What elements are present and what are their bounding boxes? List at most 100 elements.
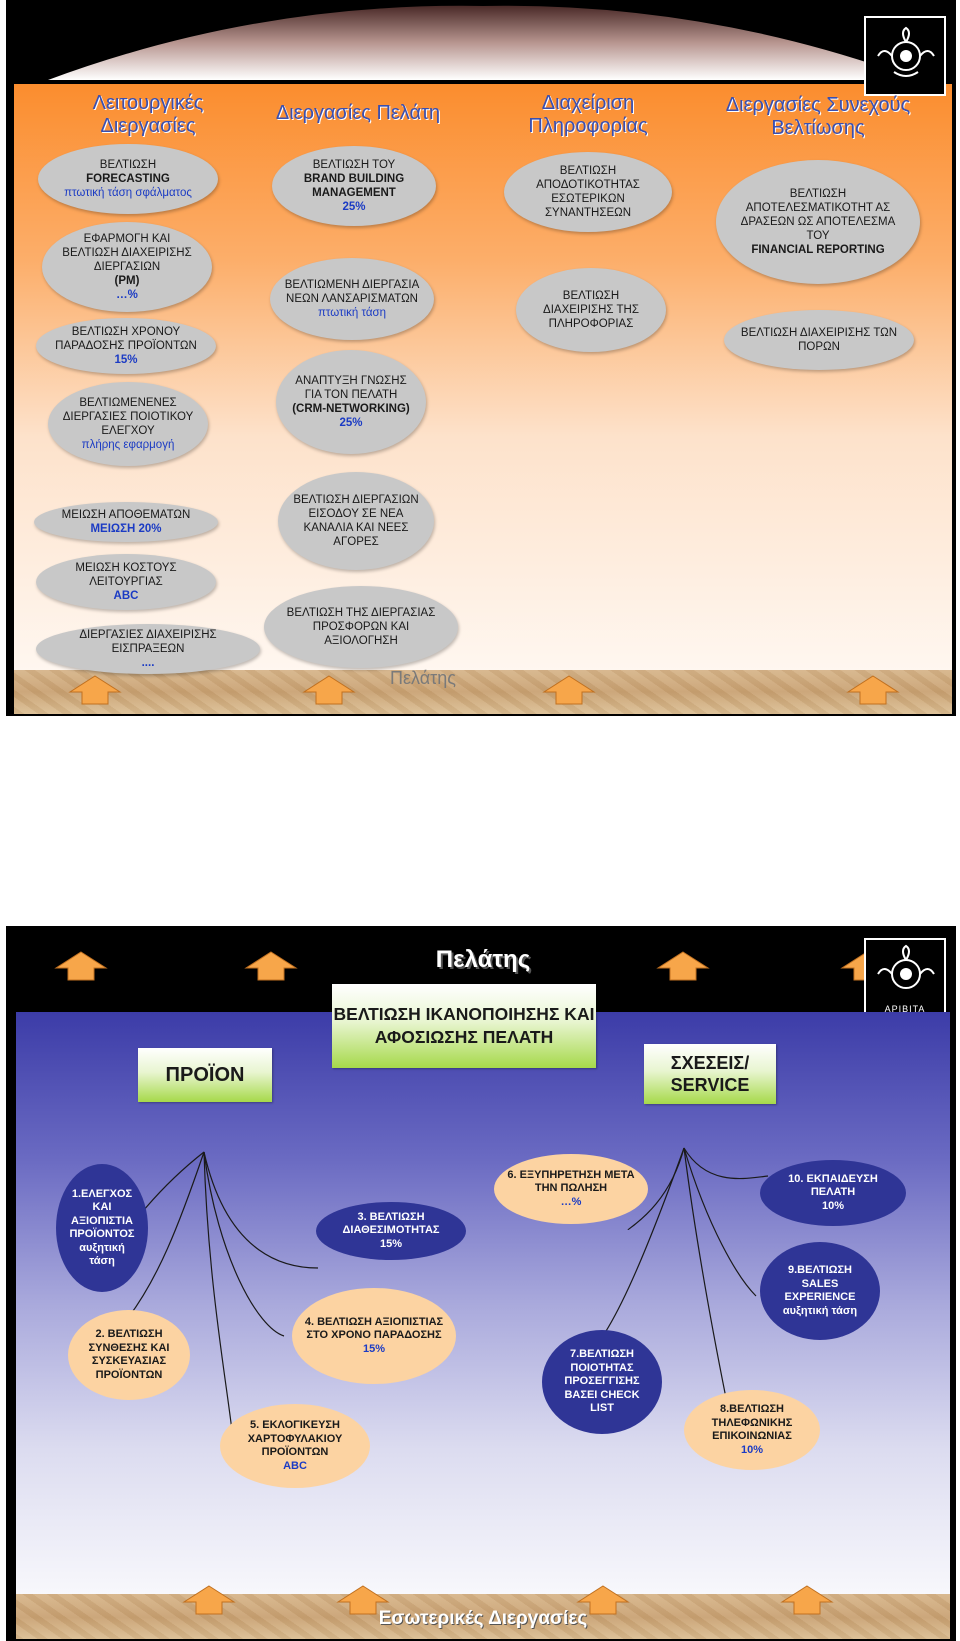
goal-text: ΒΕΛΤΙΩΣΗ: [99, 159, 157, 171]
goal-new-launches: ΒΕΛΤΙΩΜΕΝΗ ΔΙΕΡΓΑΣΙΑ ΝΕΩΝ ΛΑΝΣΑΡΙΣΜΑΤΩΝ …: [270, 258, 434, 340]
goal-text: ΒΕΛΤΙΩΜΕΝΗ ΔΙΕΡΓΑΣΙΑ ΝΕΩΝ ΛΑΝΣΑΡΙΣΜΑΤΩΝ: [284, 279, 420, 305]
goal-target: ABC: [283, 1459, 307, 1472]
goal-target: 15%: [114, 354, 138, 366]
goal-text: ΒΕΛΤΙΩΣΗ ΑΠΟΤΕΛΕΣΜΑΤΙΚΟΤΗΤ ΑΣ ΔΡΑΣΕΩΝ ΩΣ…: [740, 188, 896, 242]
goal-text: ΒΕΛΤΙΩΣΗ ΤΗΣ ΔΙΕΡΓΑΣΙΑΣ ΠΡΟΣΦΟΡΩΝ ΚΑΙ ΑΞ…: [286, 607, 436, 647]
goal-resources: ΒΕΛΤΙΩΣΗ ΔΙΑΧΕΙΡΙΣΗΣ ΤΩΝ ΠΟΡΩΝ: [724, 310, 914, 370]
footer-label: Πελάτης: [390, 668, 456, 688]
goal-quality-control: ΒΕΛΤΙΩΜΕΝΕΝΕΣ ΔΙΕΡΓΑΣΙΕΣ ΠΟΙΟΤΙΚΟΥ ΕΛΕΓΧ…: [48, 382, 208, 466]
goal-target: 10%: [740, 1443, 764, 1456]
goal-checklist: 7.ΒΕΛΤΙΩΣΗ ΠΟΙΟΤΗΤΑΣ ΠΡΟΣΕΓΓΙΣΗΣ ΒΑΣΕΙ C…: [542, 1330, 662, 1434]
goal-text: ΑΝΑΠΤΥΞΗ ΓΝΩΣΗΣ ΓΙΑ ΤΟΝ ΠΕΛΑΤΗ: [295, 375, 407, 401]
logo-text: ΑΡΙΒΙΤΑ: [884, 1004, 926, 1014]
goal-text: ΔΙΕΡΓΑΣΙΕΣ ΔΙΑΧΕΙΡΙΣΗΣ ΕΙΣΠΡΑΞΕΩΝ: [79, 629, 217, 655]
goal-bold: FINANCIAL REPORTING: [751, 244, 885, 256]
goal-bold: (PM): [114, 275, 140, 287]
bottom-title: Εσωτερικές Διεργασίες: [378, 1608, 588, 1629]
slide-operational-processes: Λειτουργικές Διεργασίες Διεργασίες Πελάτ…: [6, 0, 956, 716]
goal-offers: ΒΕΛΤΙΩΣΗ ΤΗΣ ΔΙΕΡΓΑΣΙΑΣ ΠΡΟΣΦΟΡΩΝ ΚΑΙ ΑΞ…: [264, 586, 458, 668]
goal-text: 3. ΒΕΛΤΙΩΣΗ ΔΙΑΘΕΣΙΜΟΤΗΤΑΣ: [342, 1210, 440, 1237]
goal-text: 10. ΕΚΠΑΙΔΕΥΣΗ ΠΕΛΑΤΗ: [788, 1172, 878, 1199]
goal-new-channels: ΒΕΛΤΙΩΣΗ ΔΙΕΡΓΑΣΙΩΝ ΕΙΣΟΔΟΥ ΣΕ ΝΕΑ ΚΑΝΑΛ…: [278, 472, 434, 570]
goal-forecasting: ΒΕΛΤΙΩΣΗ FORECASTING πτωτική τάση σφάλμα…: [38, 144, 218, 214]
up-arrow-icon: [656, 951, 710, 981]
goal-text: ΒΕΛΤΙΩΣΗ ΔΙΑΧΕΙΡΙΣΗΣ ΤΗΣ ΠΛΗΡΟΦΟΡΙΑΣ: [543, 290, 639, 330]
goal-after-sales: 6. ΕΞΥΠΗΡΕΤΗΣΗ ΜΕΤΑ ΤΗΝ ΠΩΛΗΣΗ …%: [494, 1154, 648, 1224]
goal-product-control: 1.ΕΛΕΓΧΟΣ ΚΑΙ ΑΞΙΟΠΙΣΤΙΑ ΠΡΟΪΟΝΤΟΣ αυξητ…: [56, 1164, 148, 1292]
goal-delivery-time: ΒΕΛΤΙΩΣΗ ΧΡΟΝΟΥ ΠΑΡΑΔΟΣΗΣ ΠΡΟΪΟΝΤΩΝ 15%: [36, 318, 216, 374]
goal-crm: ΑΝΑΠΤΥΞΗ ΓΝΩΣΗΣ ΓΙΑ ΤΟΝ ΠΕΛΑΤΗ (CRM-NETW…: [276, 350, 426, 454]
goal-target: πτωτική τάση: [317, 307, 387, 319]
ornament-icon: [877, 944, 935, 989]
center-goal-box: ΒΕΛΤΙΩΣΗ ΙΚΑΝΟΠΟΙΗΣΗΣ ΚΑΙ ΑΦΟΣΙΩΣΗΣ ΠΕΛΑ…: [332, 984, 596, 1068]
goal-text: 6. ΕΞΥΠΗΡΕΤΗΣΗ ΜΕΤΑ ΤΗΝ ΠΩΛΗΣΗ: [507, 1168, 635, 1195]
up-arrow-icon: [846, 675, 900, 705]
goal-text: 2. ΒΕΛΤΙΩΣΗ ΣΥΝΘΕΣΗΣ ΚΑΙ ΣΥΣΚΕΥΑΣΙΑΣ ΠΡΟ…: [88, 1328, 170, 1381]
goal-target: 10%: [821, 1199, 845, 1212]
goal-information-management: ΒΕΛΤΙΩΣΗ ΔΙΑΧΕΙΡΙΣΗΣ ΤΗΣ ΠΛΗΡΟΦΟΡΙΑΣ: [516, 268, 666, 352]
goal-inventory: ΜΕΙΩΣΗ ΑΠΟΘΕΜΑΤΩΝ ΜΕΙΩΣΗ 20%: [34, 502, 218, 542]
goal-brand-building: ΒΕΛΤΙΩΣΗ ΤΟΥ BRAND BUILDING MANAGEMENT 2…: [272, 146, 436, 226]
goal-target: πλήρης εφαρμογή: [81, 439, 175, 451]
ornament-icon: [877, 26, 935, 77]
relations-service-box: ΣΧΕΣΕΙΣ/ SERVICE: [644, 1044, 776, 1104]
goal-text: ΒΕΛΤΙΩΣΗ ΑΠΟΔΟΤΙΚΟΤΗΤΑΣ ΕΣΩΤΕΡΙΚΩΝ ΣΥΝΑΝ…: [536, 165, 640, 219]
goal-text: 5. ΕΚΛΟΓΙΚΕΥΣΗ ΧΑΡΤΟΦΥΛΑΚΙΟΥ ΠΡΟΪΟΝΤΩΝ: [247, 1419, 343, 1458]
goal-target: 25%: [339, 417, 363, 429]
up-arrow-icon: [182, 1585, 236, 1615]
goal-text: ΜΕΙΩΣΗ ΚΟΣΤΟΥΣ ΛΕΙΤΟΥΡΓΙΑΣ: [75, 562, 177, 588]
goal-target: πτωτική τάση σφάλματος: [64, 187, 192, 199]
goal-text: ΒΕΛΤΙΩΣΗ ΔΙΕΡΓΑΣΙΩΝ ΕΙΣΟΔΟΥ ΣΕ ΝΕΑ ΚΑΝΑΛ…: [293, 494, 419, 548]
goal-target: …%: [116, 289, 138, 301]
goal-target: 25%: [342, 201, 366, 213]
column-header-improvement: Διεργασίες Συνεχούς Βελτίωσης: [725, 94, 911, 139]
goal-cost: ΜΕΙΩΣΗ ΚΟΣΤΟΥΣ ΛΕΙΤΟΥΡΓΙΑΣ ABC: [36, 554, 216, 610]
goal-text: 4. ΒΕΛΤΙΩΣΗ ΑΞΙΟΠΙΣΤΙΑΣ ΣΤΟ ΧΡΟΝΟ ΠΑΡΑΔΟ…: [304, 1315, 444, 1342]
goal-bold: (CRM-NETWORKING): [292, 403, 410, 415]
goal-portfolio: 5. ΕΚΛΟΓΙΚΕΥΣΗ ΧΑΡΤΟΦΥΛΑΚΙΟΥ ΠΡΟΪΟΝΤΩΝ A…: [220, 1404, 370, 1488]
goal-target: αυξητική τάση: [79, 1241, 125, 1268]
up-arrow-icon: [780, 1585, 834, 1615]
goal-target: ΜΕΙΩΣΗ 20%: [90, 523, 162, 535]
goal-pm: ΕΦΑΡΜΟΓΗ ΚΑΙ ΒΕΛΤΙΩΣΗ ΔΙΑΧΕΙΡΙΣΗΣ ΔΙΕΡΓΑ…: [42, 222, 212, 312]
up-arrow-icon: [68, 675, 122, 705]
up-arrow-icon: [336, 1585, 390, 1615]
goal-customer-training: 10. ΕΚΠΑΙΔΕΥΣΗ ΠΕΛΑΤΗ 10%: [760, 1160, 906, 1226]
goal-collections: ΔΙΕΡΓΑΣΙΕΣ ΔΙΑΧΕΙΡΙΣΗΣ ΕΙΣΠΡΑΞΕΩΝ ....: [36, 624, 260, 674]
company-logo: ΑΡΙΒΙΤΑ: [864, 938, 946, 1018]
goal-financial-reporting: ΒΕΛΤΙΩΣΗ ΑΠΟΤΕΛΕΣΜΑΤΙΚΟΤΗΤ ΑΣ ΔΡΑΣΕΩΝ ΩΣ…: [716, 160, 920, 284]
goal-text: ΒΕΛΤΙΩΣΗ ΔΙΑΧΕΙΡΙΣΗΣ ΤΩΝ ΠΟΡΩΝ: [740, 327, 898, 353]
goal-text: ΜΕΙΩΣΗ ΑΠΟΘΕΜΑΤΩΝ: [61, 509, 191, 521]
slide-floor: [14, 670, 952, 714]
goal-sales-experience: 9.ΒΕΛΤΙΩΣΗ SALES EXPERIENCE αυξητική τάσ…: [760, 1242, 880, 1340]
goal-bold: FORECASTING: [86, 173, 170, 185]
goal-text: ΕΦΑΡΜΟΓΗ ΚΑΙ ΒΕΛΤΙΩΣΗ ΔΙΑΧΕΙΡΙΣΗΣ ΔΙΕΡΓΑ…: [62, 233, 192, 273]
column-header-customer: Διεργασίες Πελάτη: [275, 102, 441, 124]
up-arrow-icon: [244, 951, 298, 981]
goal-text: 9.ΒΕΛΤΙΩΣΗ SALES EXPERIENCE: [784, 1264, 856, 1303]
up-arrow-icon: [302, 675, 356, 705]
goal-target: ....: [141, 657, 155, 669]
column-header-operational: Λειτουργικές Διεργασίες: [92, 92, 204, 137]
goal-target: 15%: [379, 1237, 403, 1250]
goal-text: ΒΕΛΤΙΩΜΕΝΕΝΕΣ ΔΙΕΡΓΑΣΙΕΣ ΠΟΙΟΤΙΚΟΥ ΕΛΕΓΧ…: [62, 397, 194, 437]
product-box: ΠΡΟΪΟΝ: [138, 1048, 272, 1102]
goal-meetings: ΒΕΛΤΙΩΣΗ ΑΠΟΔΟΤΙΚΟΤΗΤΑΣ ΕΣΩΤΕΡΙΚΩΝ ΣΥΝΑΝ…: [504, 152, 672, 232]
up-arrow-icon: [576, 1585, 630, 1615]
goal-text: ΒΕΛΤΙΩΣΗ ΤΟΥ: [312, 159, 396, 171]
goal-target: αυξητική τάση: [782, 1304, 858, 1317]
up-arrow-icon: [54, 951, 108, 981]
goal-target: ABC: [113, 590, 139, 602]
goal-target: …%: [560, 1195, 582, 1208]
goal-text: 8.ΒΕΛΤΙΩΣΗ ΤΗΛΕΦΩΝΙΚΗΣ ΕΠΙΚΟΙΝΩΝΙΑΣ: [711, 1403, 793, 1442]
slide-header-cap: [48, 5, 918, 80]
goal-composition: 2. ΒΕΛΤΙΩΣΗ ΣΥΝΘΕΣΗΣ ΚΑΙ ΣΥΣΚΕΥΑΣΙΑΣ ΠΡΟ…: [68, 1310, 190, 1400]
up-arrow-icon: [542, 675, 596, 705]
goal-text: ΒΕΛΤΙΩΣΗ ΧΡΟΝΟΥ ΠΑΡΑΔΟΣΗΣ ΠΡΟΪΟΝΤΩΝ: [55, 326, 197, 352]
goal-availability: 3. ΒΕΛΤΙΩΣΗ ΔΙΑΘΕΣΙΜΟΤΗΤΑΣ 15%: [316, 1202, 466, 1260]
slide-title: Πελάτης: [435, 946, 531, 973]
goal-text: 1.ΕΛΕΓΧΟΣ ΚΑΙ ΑΞΙΟΠΙΣΤΙΑ ΠΡΟΪΟΝΤΟΣ: [69, 1187, 135, 1241]
company-logo: [864, 16, 946, 96]
goal-phone-communication: 8.ΒΕΛΤΙΩΣΗ ΤΗΛΕΦΩΝΙΚΗΣ ΕΠΙΚΟΙΝΩΝΙΑΣ 10%: [684, 1390, 820, 1470]
goal-bold: BRAND BUILDING MANAGEMENT: [303, 173, 405, 199]
